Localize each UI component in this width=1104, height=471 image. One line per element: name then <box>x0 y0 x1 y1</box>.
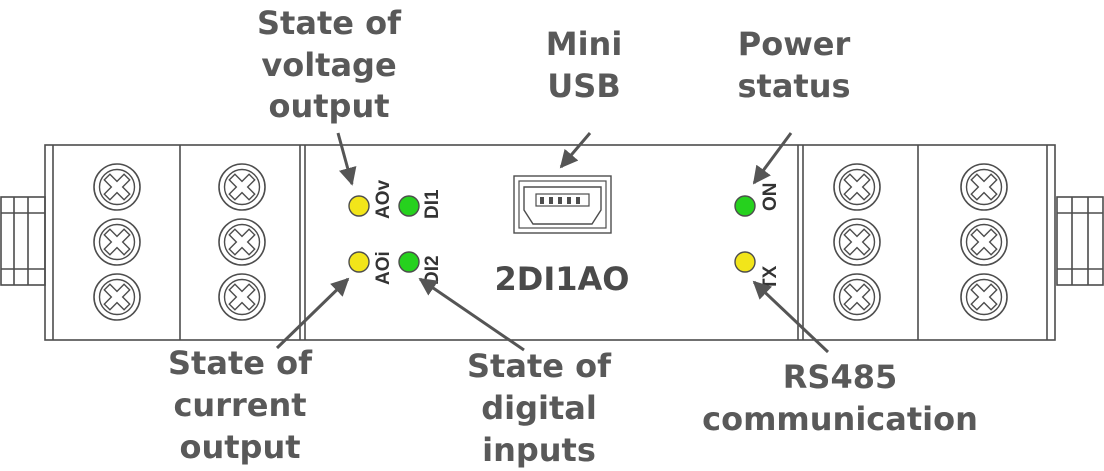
callout-mini-usb: Mini USB <box>546 25 623 105</box>
svg-text:State of: State of <box>168 344 313 382</box>
led-aov-label: AOv <box>373 180 394 220</box>
svg-text:Mini: Mini <box>546 25 623 63</box>
led-aov-indicator <box>348 195 370 217</box>
left-rail-clip <box>0 196 46 286</box>
callout-power-status: Power status <box>737 25 850 105</box>
svg-text:communication: communication <box>702 400 978 438</box>
right-rail-clip <box>1056 196 1104 286</box>
svg-text:voltage: voltage <box>261 46 396 84</box>
arrow-rs485 <box>752 280 830 354</box>
callout-rs485: RS485 communication <box>702 358 978 438</box>
screw-terminals-right <box>833 163 1008 321</box>
led-di1-indicator <box>398 195 420 217</box>
svg-text:State of: State of <box>467 347 612 385</box>
callout-current-output: State of current output <box>168 344 313 466</box>
led-di1-label: DI1 <box>422 189 443 219</box>
arrow-power-status <box>752 132 793 185</box>
led-di2-label: DI2 <box>422 255 443 285</box>
svg-text:Power: Power <box>738 25 851 63</box>
svg-text:digital: digital <box>481 389 597 427</box>
callout-digital-inputs: State of digital inputs <box>467 347 612 469</box>
svg-text:State of: State of <box>257 4 402 42</box>
led-di2-indicator <box>398 251 420 273</box>
led-tx-indicator <box>734 251 756 273</box>
led-aoi-label: AOi <box>373 251 394 285</box>
svg-text:current: current <box>173 386 306 424</box>
svg-text:output: output <box>268 87 389 125</box>
arrow-digital-inputs <box>418 277 525 352</box>
device-model-name: 2DI1AO <box>495 260 630 298</box>
mini-usb-icon <box>513 175 612 234</box>
arrow-voltage-output <box>336 132 357 186</box>
callout-voltage-output: State of voltage output <box>257 4 402 125</box>
arrow-mini-usb <box>559 132 592 169</box>
svg-text:output: output <box>179 428 300 466</box>
svg-text:RS485: RS485 <box>783 358 897 396</box>
arrow-current-output <box>275 277 350 350</box>
svg-text:status: status <box>737 67 850 105</box>
led-on-label: ON <box>760 183 781 212</box>
led-on-indicator <box>734 195 756 217</box>
led-tx-label: TX <box>760 265 781 290</box>
device-housing <box>44 144 1056 341</box>
svg-text:inputs: inputs <box>482 431 596 469</box>
svg-text:USB: USB <box>547 67 620 105</box>
led-aoi-indicator <box>348 251 370 273</box>
